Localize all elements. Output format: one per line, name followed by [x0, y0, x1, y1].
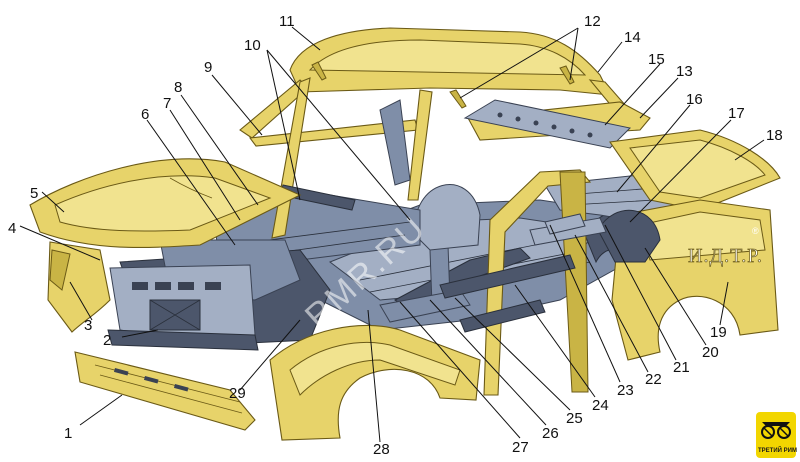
callout-11: 11 — [279, 13, 295, 30]
rear-panels — [597, 129, 781, 361]
callout-13: 13 — [676, 63, 693, 80]
inner-sill-right — [379, 289, 471, 323]
panel-label: И.Д.Т.Р. — [688, 245, 763, 267]
car-logo-icon — [761, 422, 791, 439]
callout-15: 15 — [648, 51, 665, 68]
callout-12: 12 — [584, 13, 601, 30]
callout-2: 2 — [103, 332, 111, 349]
leader-lines — [19, 26, 765, 443]
callout-14: 14 — [624, 29, 641, 46]
callout-1: 1 — [64, 425, 72, 442]
callout-20: 20 — [702, 344, 719, 361]
callout-28: 28 — [373, 441, 390, 458]
callout-10: 10 — [244, 37, 261, 54]
callout-24: 24 — [592, 397, 609, 414]
callout-26: 26 — [542, 425, 559, 442]
callout-21: 21 — [673, 359, 690, 376]
callout-29: 29 — [229, 385, 246, 402]
callout-6: 6 — [141, 106, 149, 123]
door-opening-frame — [483, 169, 592, 396]
callout-18: 18 — [766, 127, 783, 144]
callout-3: 3 — [84, 317, 92, 334]
panel-label-mark: ® — [752, 226, 759, 236]
callout-5: 5 — [30, 185, 38, 202]
callout-9: 9 — [204, 59, 212, 76]
front-bumper-panel — [74, 351, 256, 431]
logo-caption: ТРЕТИЙ РИМ — [758, 446, 797, 454]
callout-19: 19 — [710, 324, 727, 341]
callout-25: 25 — [566, 410, 583, 427]
callout-4: 4 — [8, 220, 16, 237]
callout-22: 22 — [645, 371, 662, 388]
callout-numbers: 1 2 3 4 5 6 7 8 9 10 11 12 13 14 15 16 1… — [8, 13, 783, 458]
callout-27: 27 — [512, 439, 529, 456]
floor-crossmember — [439, 254, 576, 299]
callout-17: 17 — [728, 105, 745, 122]
publisher-logo: ТРЕТИЙ РИМ — [756, 412, 797, 458]
front-crossmember — [107, 329, 259, 351]
callout-23: 23 — [617, 382, 634, 399]
a-pillar-left — [407, 89, 433, 201]
callout-8: 8 — [174, 79, 182, 96]
callout-7: 7 — [163, 95, 171, 112]
front-panels — [29, 158, 481, 441]
callout-16: 16 — [686, 91, 703, 108]
